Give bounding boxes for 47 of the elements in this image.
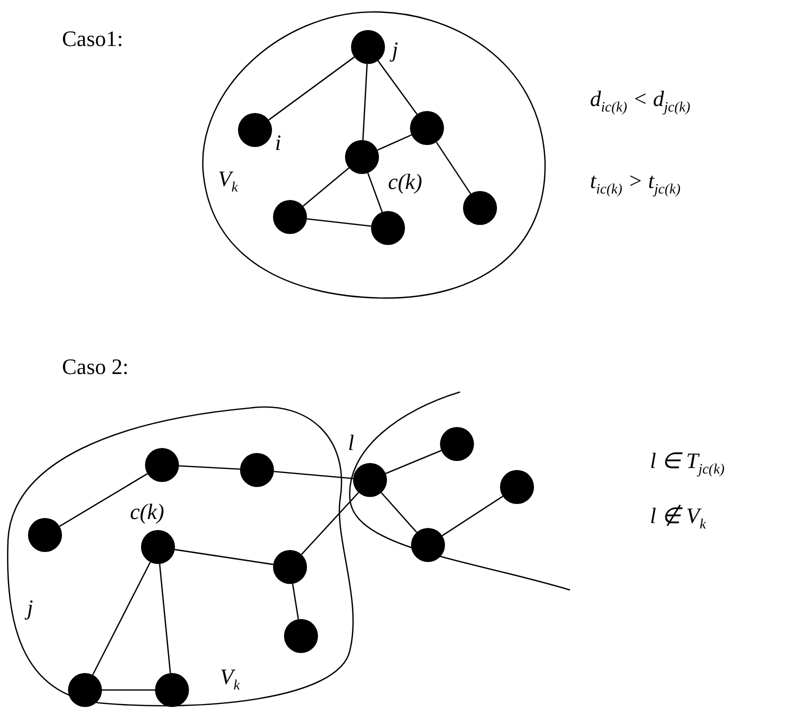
vertex-label: i	[275, 132, 282, 154]
case-heading: Caso1:	[62, 28, 124, 50]
graph-edge	[268, 56, 355, 120]
graph-edge	[274, 470, 354, 480]
graph-edge	[92, 562, 151, 676]
graph-edge	[301, 492, 359, 555]
graph-vertex	[240, 453, 274, 487]
graph-edge	[377, 134, 412, 151]
graph-vertex	[463, 191, 497, 225]
graph-vertex	[410, 111, 444, 145]
graph-vertex	[284, 619, 318, 653]
vertex-label: c(k)	[130, 501, 164, 523]
graph-edge	[102, 689, 155, 691]
formula: l ∉ V$_{k}$	[650, 505, 706, 532]
formula: l ∈ T$_{jc(k)}$	[650, 450, 725, 477]
graph-edge	[385, 450, 442, 474]
graph-edge	[174, 548, 274, 566]
formula: d$_{ic(k)}$ < d$_{jc(k)}$	[590, 88, 690, 115]
case-heading: Caso 2:	[62, 356, 129, 378]
vertex-label: l	[348, 432, 354, 454]
graph-vertex	[371, 211, 405, 245]
graph-edge	[59, 473, 148, 527]
graph-edge	[159, 564, 171, 674]
set-label: V$_{k}$	[218, 168, 238, 195]
graph-vertex	[273, 200, 307, 234]
graph-vertex	[273, 550, 307, 584]
graph-vertex	[500, 470, 534, 504]
graph-vertex	[411, 528, 445, 562]
vertex-label: j	[27, 597, 34, 619]
graph-edge	[380, 492, 418, 533]
graph-vertex	[440, 427, 474, 461]
vertex-label: j	[392, 39, 398, 61]
graph-vertex	[155, 673, 189, 707]
graph-edge	[442, 496, 504, 536]
graph-edge	[367, 172, 383, 212]
set-label: V$_{k}$	[220, 666, 240, 693]
formula: t$_{ic(k)}$ > t$_{jc(k)}$	[590, 170, 680, 197]
graph-edge	[306, 218, 372, 227]
vertex-label: c(k)	[388, 171, 422, 193]
graph-edge	[292, 584, 299, 620]
graph-vertex	[145, 448, 179, 482]
graph-edge	[362, 64, 368, 140]
graph-vertex	[68, 673, 102, 707]
graph-edge	[377, 60, 418, 115]
graph-edge	[302, 167, 350, 207]
graph-edge	[436, 142, 472, 194]
graph-edge	[178, 465, 240, 470]
